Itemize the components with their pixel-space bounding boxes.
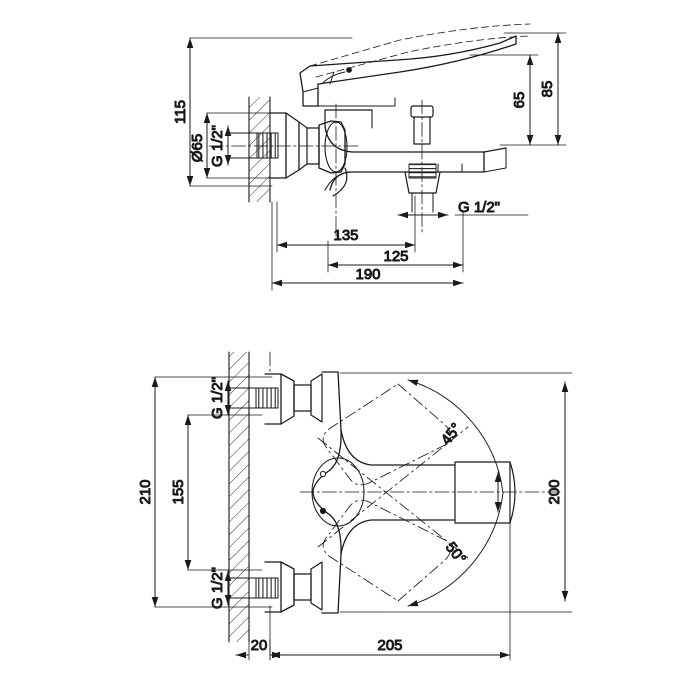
dimension-label-g12-outlet: G 1/2" (458, 199, 500, 216)
shower-outlet (404, 163, 441, 213)
dimension-85: 85 (503, 32, 567, 146)
mixer-body-plan (311, 371, 516, 614)
handle-swing-phantom (317, 383, 469, 602)
dimension-200: 200 (546, 381, 569, 602)
dimension-label-210: 210 (137, 479, 154, 504)
dimension-label-125: 125 (383, 248, 408, 265)
dimension-label-50deg: 50° (442, 539, 469, 567)
dimension-65: 65 (469, 54, 567, 146)
dimension-210: 210 (137, 376, 273, 608)
dimension-label-135: 135 (333, 227, 358, 244)
dimension-label-d65: Ø65 (189, 134, 206, 162)
dimension-label-65: 65 (511, 92, 528, 109)
dimension-g12-outlet: G 1/2" (397, 199, 529, 219)
top-plan-view: 45° 50° 210 155 (137, 351, 573, 661)
dimension-label-g12-plan-lower: G 1/2" (209, 567, 226, 609)
dimension-20: 20 (235, 637, 283, 659)
dimension-label-115: 115 (172, 100, 189, 124)
dimension-g12-inlet: G 1/2" (209, 124, 232, 168)
dimension-label-200: 200 (546, 479, 563, 504)
dimension-label-45deg: 45° (438, 420, 465, 448)
dimension-label-85: 85 (539, 81, 556, 98)
centrelines-plan (269, 351, 561, 661)
side-elevation-view: 115 Ø65 G 1/2" 65 85 G 1/2" (172, 23, 567, 291)
dimension-label-g12-inlet: G 1/2" (209, 125, 226, 167)
dimension-label-20: 20 (251, 637, 268, 654)
dimension-label-190: 190 (355, 266, 380, 283)
lever-handle-side (299, 23, 531, 107)
dimension-label-g12-plan-upper: G 1/2" (209, 377, 226, 419)
dimension-205: 205 (269, 637, 511, 659)
dimension-g12-plan-upper: G 1/2" (209, 376, 232, 420)
centrelines-side (208, 99, 423, 241)
dimension-190: 190 (271, 201, 464, 291)
inlet-connector-upper (227, 373, 323, 425)
dimension-135: 135 (276, 195, 416, 253)
dimension-155: 155 (170, 414, 263, 571)
dimension-label-205: 205 (377, 637, 402, 654)
dimension-125: 125 (327, 211, 464, 273)
inlet-connector-lower (227, 561, 323, 613)
mixer-body-side (318, 109, 507, 197)
dimension-115: 115 (172, 37, 353, 187)
dimension-label-155: 155 (170, 479, 187, 504)
wall-inlet-connector (227, 132, 279, 159)
dimension-g12-plan-lower: G 1/2" (209, 566, 232, 610)
plan-extension-lines (248, 372, 573, 661)
dimension-d65: Ø65 (189, 112, 273, 179)
